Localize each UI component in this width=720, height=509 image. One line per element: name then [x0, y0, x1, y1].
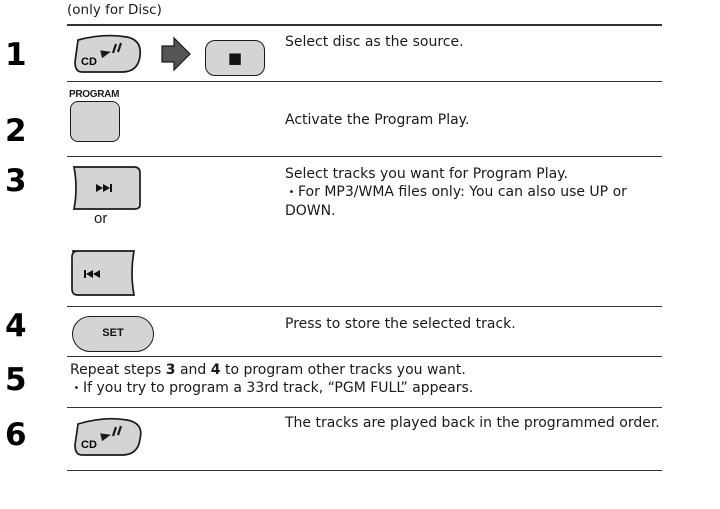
- disc-only-note: (only for Disc): [67, 2, 162, 18]
- step-4-text: Press to store the selected track.: [285, 316, 516, 332]
- step-2-text: Activate the Program Play.: [285, 112, 470, 128]
- play-icon: [100, 50, 111, 59]
- set-button: SET: [72, 316, 154, 352]
- table-rule: [67, 24, 662, 26]
- step-number: 6: [5, 417, 27, 453]
- step-5-main: Repeat steps 3 and 4 to program other tr…: [70, 361, 670, 379]
- step-5-mid: and: [175, 362, 211, 378]
- step-number: 3: [5, 163, 27, 199]
- step-5-bullet: If you try to program a 33rd track, “PGM…: [70, 379, 670, 398]
- pause-icon: [111, 42, 123, 54]
- program-button: [70, 101, 120, 142]
- cd-play-pause-button: CD: [74, 34, 142, 73]
- step-3-text: Select tracks you want for Program Play.…: [285, 165, 670, 220]
- play-icon: [100, 433, 111, 442]
- step-3-bullet-text: For MP3/WMA files only: You can also use…: [285, 184, 627, 219]
- cd-label: CD: [81, 56, 97, 68]
- next-track-button: [72, 166, 141, 210]
- step-number: 1: [5, 37, 27, 73]
- table-rule: [67, 407, 662, 408]
- table-rule: [67, 356, 662, 357]
- step-3-main: Select tracks you want for Program Play.: [285, 166, 568, 182]
- pause-icon: [111, 425, 123, 437]
- step-number: 2: [5, 113, 27, 149]
- prev-track-icon: [84, 270, 100, 278]
- step-5-bullet-text: If you try to program a 33rd track, “PGM…: [83, 380, 474, 396]
- cd-label: CD: [81, 439, 97, 451]
- step-6-text: The tracks are played back in the progra…: [285, 415, 660, 431]
- program-label: PROGRAM: [69, 89, 120, 100]
- step-5-text: Repeat steps 3 and 4 to program other tr…: [70, 361, 670, 398]
- step-3-bullet: For MP3/WMA files only: You can also use…: [285, 183, 670, 220]
- step-ref-3: 3: [165, 362, 176, 378]
- step-1-text: Select disc as the source.: [285, 34, 464, 50]
- table-rule: [67, 156, 662, 157]
- table-rule: [67, 81, 662, 82]
- step-5-pre: Repeat steps: [70, 362, 166, 378]
- table-rule: [67, 306, 662, 307]
- prev-track-button: [71, 250, 136, 296]
- step-number: 4: [5, 308, 27, 344]
- stop-button: ■: [205, 40, 265, 76]
- set-label: SET: [102, 327, 124, 339]
- stop-icon: ■: [227, 49, 243, 67]
- step-5-post: to program other tracks you want.: [220, 362, 466, 378]
- cd-play-pause-button: CD: [74, 417, 142, 456]
- step-number: 5: [5, 362, 27, 398]
- or-label: or: [94, 210, 108, 227]
- table-rule: [67, 470, 662, 471]
- next-track-icon: [96, 184, 112, 192]
- arrow-right-icon: [161, 36, 191, 72]
- step-ref-4: 4: [210, 362, 221, 378]
